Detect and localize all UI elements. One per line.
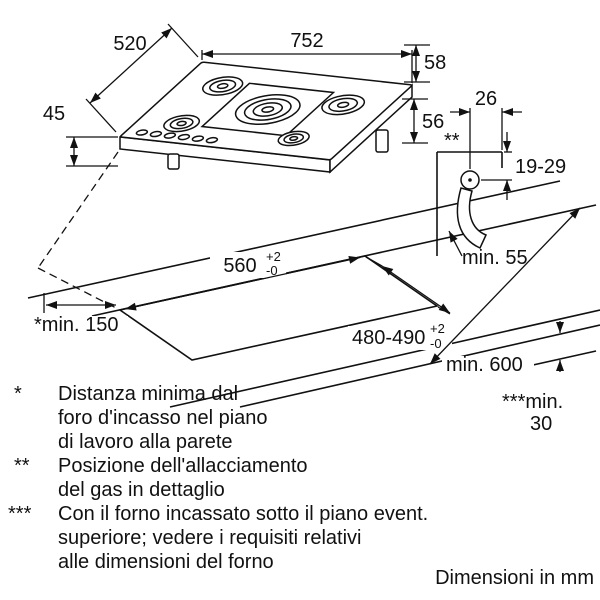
hob-foot [167, 153, 180, 170]
footnote-1-line-2: foro d'incasso nel piano [58, 407, 268, 429]
burner-back-left [196, 75, 250, 97]
dim-min-30-label: ***min. [502, 391, 563, 413]
burner-front-left [158, 114, 206, 133]
units-note: Dimensioni in mm [435, 567, 594, 589]
cutout-depth-tol-plus: +2 [430, 321, 445, 336]
dim-min-150: *min. 150 [34, 314, 119, 336]
footnote-1-line-1: Distanza minima dal [58, 383, 238, 405]
dim-min-30-value: 30 [530, 413, 552, 435]
cutout-depth-tol-minus: -0 [430, 336, 442, 351]
dim-height-45: 45 [43, 103, 65, 125]
cutout-width-tol-plus: +2 [266, 249, 281, 264]
projection-dashed-line [37, 151, 119, 269]
footnote-2-line-2: del gas in dettaglio [58, 479, 225, 501]
footnote-3-marker: *** [8, 503, 32, 525]
burner-back-right [314, 93, 372, 116]
detail-marker: ** [444, 130, 460, 152]
dimension-labels: 752 520 45 58 56 26 ** 19-29 min. 55 560… [34, 30, 566, 435]
burner-center [224, 92, 312, 127]
projection-dashed-line [37, 267, 119, 310]
footnote-1-line-3: di lavoro alla parete [58, 431, 233, 453]
burner-front-right [273, 130, 315, 147]
footnote-3-line-2: superiore; vedere i requisiti relativi [58, 527, 361, 549]
cutout-width-tol-minus: -0 [266, 263, 278, 278]
dim-depth-520: 520 [113, 33, 146, 55]
footnote-2-marker: ** [14, 455, 30, 477]
dim-width-752: 752 [290, 30, 323, 52]
dimension-lines [43, 23, 581, 372]
control-knobs [134, 130, 219, 144]
dim-56: 56 [422, 111, 444, 133]
footnote-2-line-1: Posizione dell'allacciamento [58, 455, 308, 477]
footnote-1-marker: * [14, 383, 22, 405]
gas-connection-stub [375, 129, 389, 153]
dim-58: 58 [424, 52, 446, 74]
dim-19-29: 19-29 [515, 156, 566, 178]
footnote-3-line-1: Con il forno incassato sotto il piano ev… [58, 503, 428, 525]
dim-min-600: min. 600 [446, 354, 523, 376]
dim-26: 26 [475, 88, 497, 110]
footnote-3-line-3: alle dimensioni del forno [58, 551, 274, 573]
dim-cutout-width: 560 [223, 255, 256, 277]
gas-pipe-elbow [456, 187, 488, 249]
hob-top-view [119, 62, 413, 174]
footnotes: * Distanza minima dal foro d'incasso nel… [8, 383, 594, 589]
dim-cutout-depth: 480-490 [352, 327, 425, 349]
dim-min-55: min. 55 [462, 247, 528, 269]
